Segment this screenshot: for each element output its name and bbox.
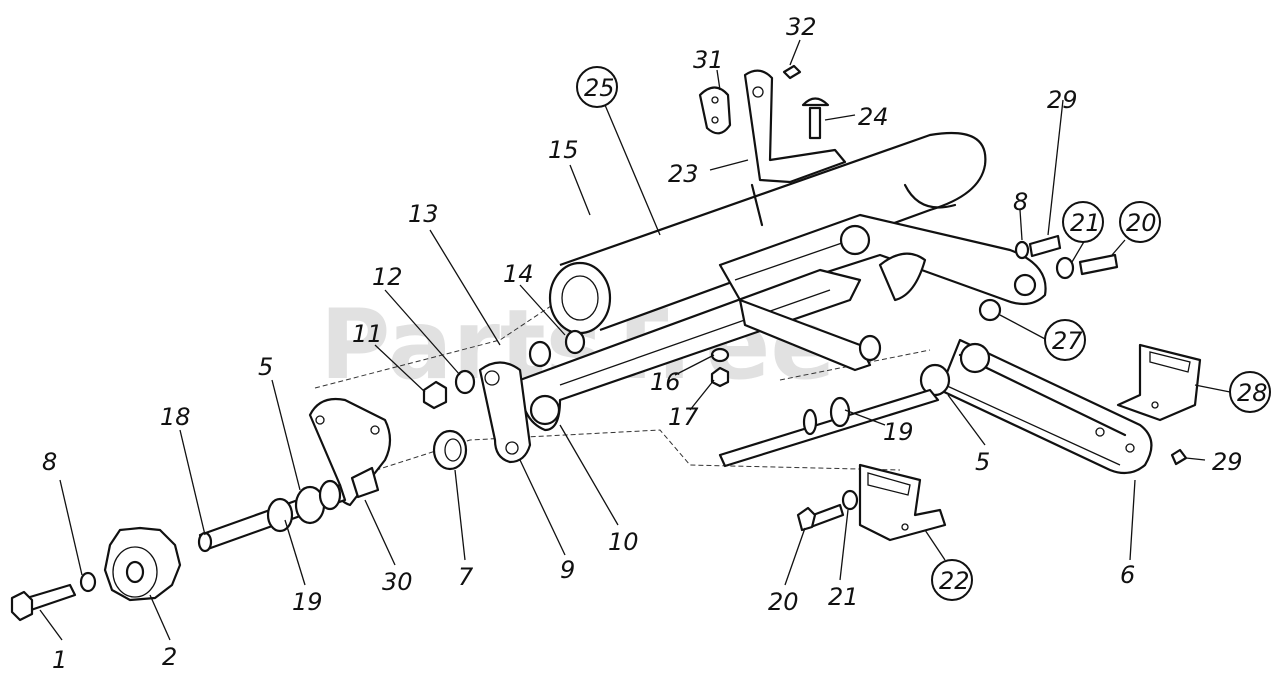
callout-5-left: 5 bbox=[258, 353, 273, 381]
main-tube bbox=[548, 131, 987, 335]
gear bbox=[103, 526, 182, 602]
upper-bracket bbox=[698, 64, 847, 227]
callout-8-right: 8 bbox=[1013, 188, 1028, 216]
callout-12: 12 bbox=[372, 263, 403, 291]
callout-8-left: 8 bbox=[42, 448, 57, 476]
callout-circles bbox=[576, 66, 1271, 601]
callout-2: 2 bbox=[162, 643, 177, 671]
callout-29-right: 29 bbox=[1212, 448, 1243, 476]
callout-10: 10 bbox=[608, 528, 639, 556]
callout-16: 16 bbox=[650, 368, 681, 396]
callout-25: 25 bbox=[584, 74, 615, 102]
callout-20-top: 20 bbox=[1126, 209, 1157, 237]
shaft-left bbox=[197, 479, 347, 553]
angle-bar bbox=[938, 338, 1153, 475]
callout-18: 18 bbox=[160, 403, 191, 431]
callout-21-top: 21 bbox=[1070, 209, 1101, 237]
callout-30: 30 bbox=[382, 568, 413, 596]
callout-23: 23 bbox=[668, 160, 699, 188]
leader-lines bbox=[39, 39, 1231, 641]
callout-13: 13 bbox=[408, 200, 439, 228]
callout-5-right: 5 bbox=[975, 448, 990, 476]
lever-arm bbox=[478, 361, 532, 464]
callout-11: 11 bbox=[352, 320, 383, 348]
callout-29-top: 29 bbox=[1047, 86, 1078, 114]
callout-22: 22 bbox=[939, 567, 970, 595]
callout-14: 14 bbox=[503, 260, 534, 288]
callout-24: 24 bbox=[858, 103, 889, 131]
callout-31: 31 bbox=[693, 46, 724, 74]
bracket-22 bbox=[796, 463, 947, 542]
callout-15: 15 bbox=[548, 136, 579, 164]
callout-32: 32 bbox=[786, 13, 817, 41]
callout-labels: 1 2 8 18 5 19 30 7 9 10 11 12 13 14 15 1… bbox=[42, 13, 1268, 674]
callout-1: 1 bbox=[52, 646, 67, 674]
callout-6: 6 bbox=[1120, 561, 1135, 589]
right-hardware bbox=[978, 234, 1119, 322]
callout-17: 17 bbox=[668, 403, 699, 431]
bearing-ring bbox=[432, 429, 468, 471]
callout-21-bottom: 21 bbox=[828, 583, 859, 611]
callout-19-right: 19 bbox=[883, 418, 914, 446]
bolt-and-washer bbox=[10, 571, 97, 622]
callout-28: 28 bbox=[1237, 379, 1268, 407]
callout-20-bottom: 20 bbox=[768, 588, 799, 616]
callout-19-left: 19 bbox=[292, 588, 323, 616]
callout-7: 7 bbox=[458, 563, 474, 591]
callout-27: 27 bbox=[1052, 327, 1083, 355]
callout-9: 9 bbox=[560, 556, 575, 584]
